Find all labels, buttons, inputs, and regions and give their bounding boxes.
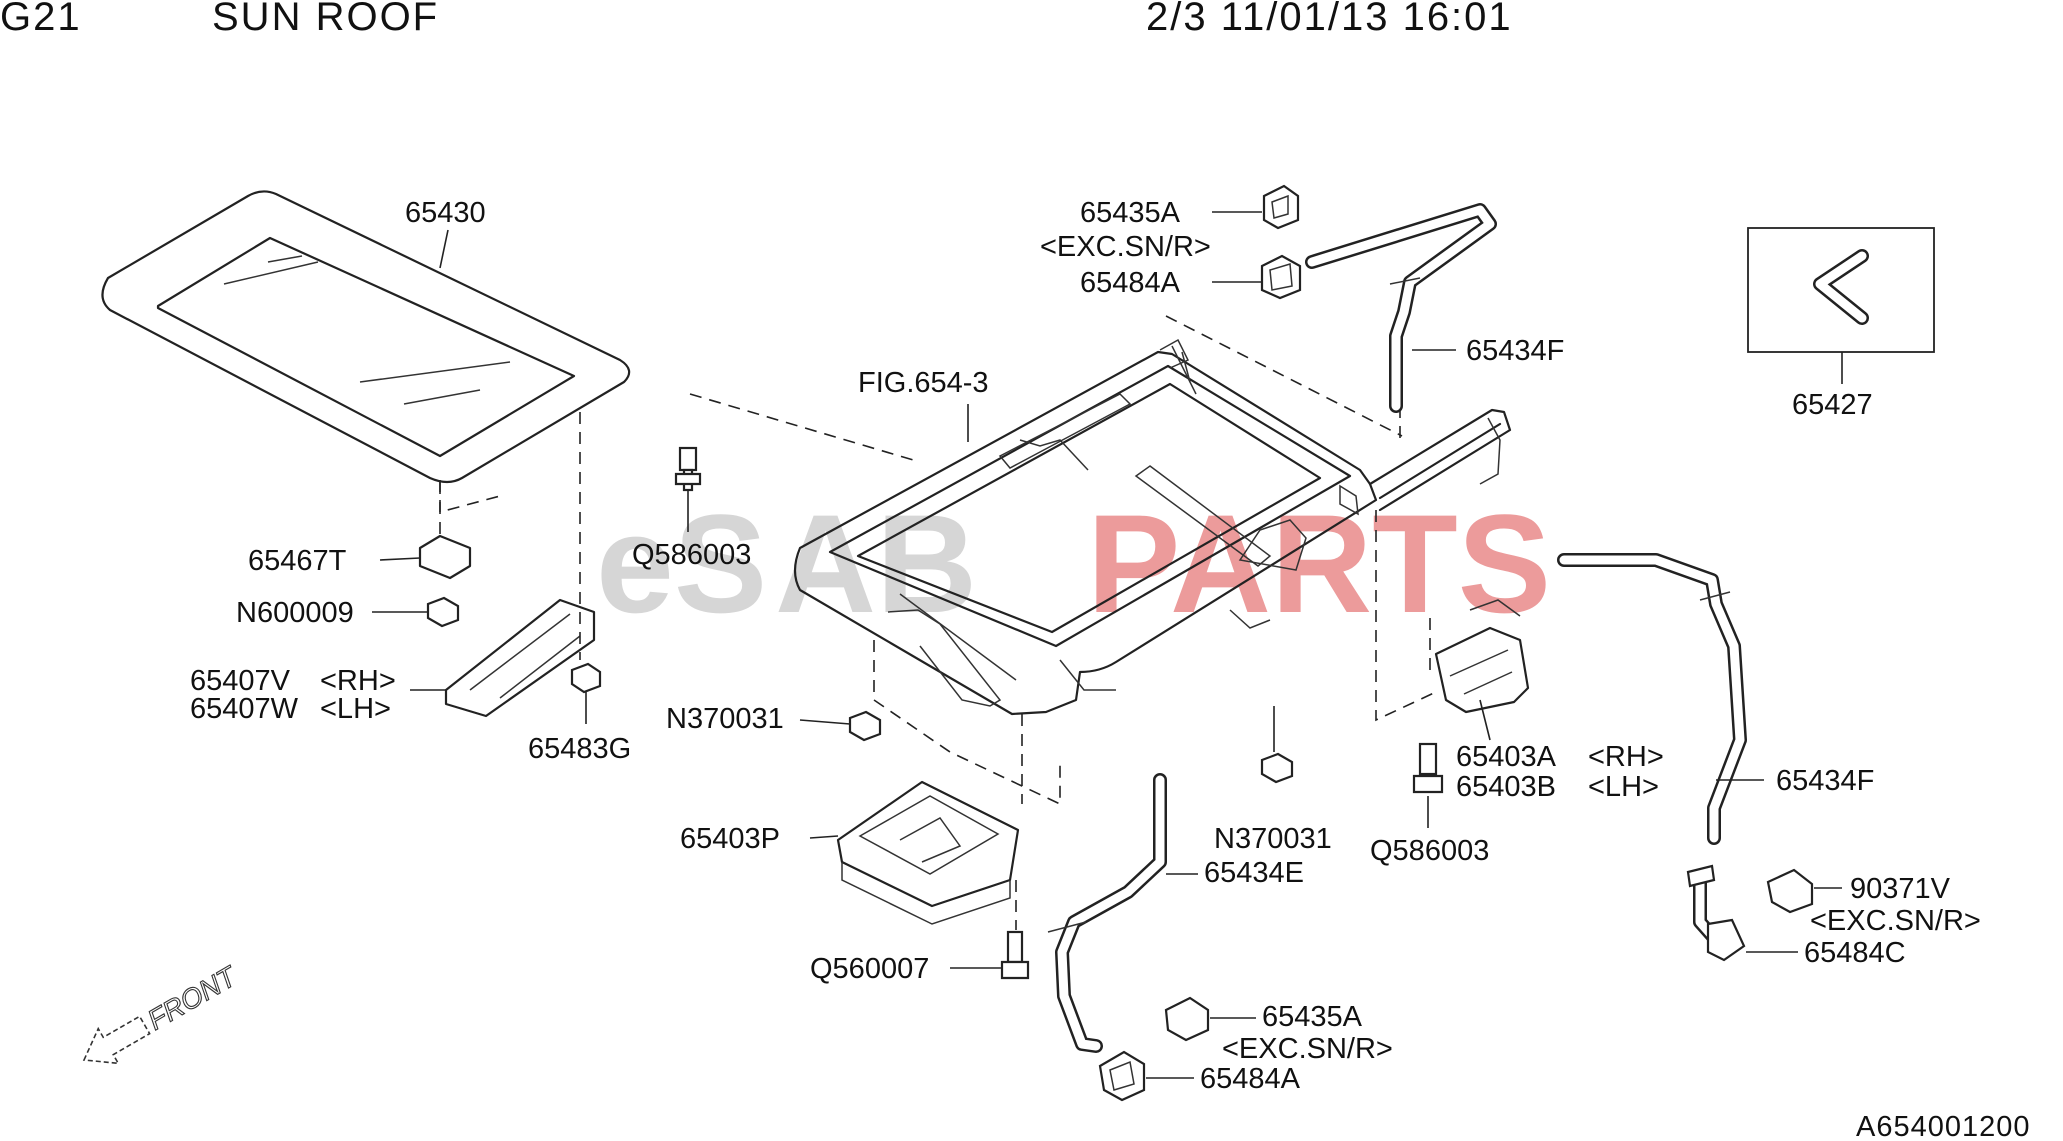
guide-top-right [1165,315,1403,437]
label-65434E: 65434E [1204,857,1304,889]
bolt-Q560007 [1000,880,1030,980]
cap-90371V [1766,868,1814,914]
label-N600009: N600009 [236,597,354,629]
sheet-info: 2/3 11/01/13 16:01 [1146,0,1513,39]
elbow-grommet-65484C [1686,864,1746,962]
nut-N600009 [426,596,460,628]
drain-hose-65434F-right [1557,553,1747,845]
drive-rail [1368,408,1512,512]
label-65484A-top: 65484A [1080,267,1181,299]
label-65484C: 65484C [1804,937,1906,969]
watermark-es: eS [596,485,767,642]
drive-unit-65403A [1434,599,1530,714]
leader-65467T [379,557,421,561]
label-65434F-right: 65434F [1776,765,1874,797]
label-65430: 65430 [405,197,486,229]
label-65467T: 65467T [248,545,347,577]
label-N370031-left: N370031 [666,703,784,735]
drain-hose-65434F-top [1305,203,1497,413]
guide-left-top [689,393,921,463]
rail-bracket-65407 [444,412,596,718]
label-65484A-bottom: 65484A [1200,1063,1301,1095]
bolt-Q586003-right [1412,742,1444,794]
sunroof-frame [793,338,1378,716]
label-65435A-top: 65435A [1080,197,1181,229]
label-65435A-bottom: 65435A [1262,1001,1363,1033]
grommet-65435A-bottom [1164,996,1210,1042]
inset-box-65427 [1747,227,1935,384]
label-65403A: 65403A [1456,741,1557,773]
leader-65403P [809,835,839,839]
bracket-65403P [836,780,1020,925]
label-65403P: 65403P [680,823,780,855]
grommet-65484A-top [1260,254,1302,300]
bolt-Q586003-left [674,446,702,492]
label-fig-654-3: FIG.654-3 [858,367,989,399]
leader-N370031-left [799,719,851,725]
label-65403A-rh: <RH> [1588,741,1664,773]
nut-N370031-mid [1260,706,1294,784]
guide-bottom [873,640,1061,806]
front-arrow-icon: FRONT [82,959,244,1065]
label-65434F-top: 65434F [1466,335,1564,367]
bracket-65467T [418,482,472,580]
guide-right [1375,510,1437,722]
grommet-65435A-top [1262,184,1300,230]
label-Q586003-left: Q586003 [632,539,751,571]
nut-N370031-left [848,710,882,742]
grommet-65484A-bottom [1098,1050,1146,1102]
label-Q586003-right: Q586003 [1370,835,1489,867]
label-N370031-mid: N370031 [1214,823,1332,855]
group-code: G21 [0,0,82,39]
label-65407W-lh: <LH> [320,693,391,725]
label-65403B: 65403B [1456,771,1556,803]
label-65403B-lh: <LH> [1588,771,1659,803]
drain-hose-65434E [1047,773,1167,1053]
label-65407V-rh: <RH> [320,665,396,697]
label-exc-bottom: <EXC.SN/R> [1222,1033,1393,1065]
watermark-parts: PARTS [1087,485,1551,642]
label-65407W: 65407W [190,693,299,725]
diagram-title: SUN ROOF [212,0,439,39]
leader-65430 [439,229,449,269]
label-exc-top: <EXC.SN/R> [1040,231,1211,263]
glass-panel [101,190,631,514]
label-65407V: 65407V [190,665,291,697]
label-exc-right: <EXC.SN/R> [1810,905,1981,937]
leader-65403A [1479,699,1491,741]
label-Q560007: Q560007 [810,953,929,985]
diagram-code: A654001200 [1856,1111,2031,1141]
clip-65483G [570,662,602,724]
front-label: FRONT [142,960,243,1036]
label-65427: 65427 [1792,389,1873,421]
label-65483G: 65483G [528,733,631,765]
label-90371V: 90371V [1850,873,1951,905]
